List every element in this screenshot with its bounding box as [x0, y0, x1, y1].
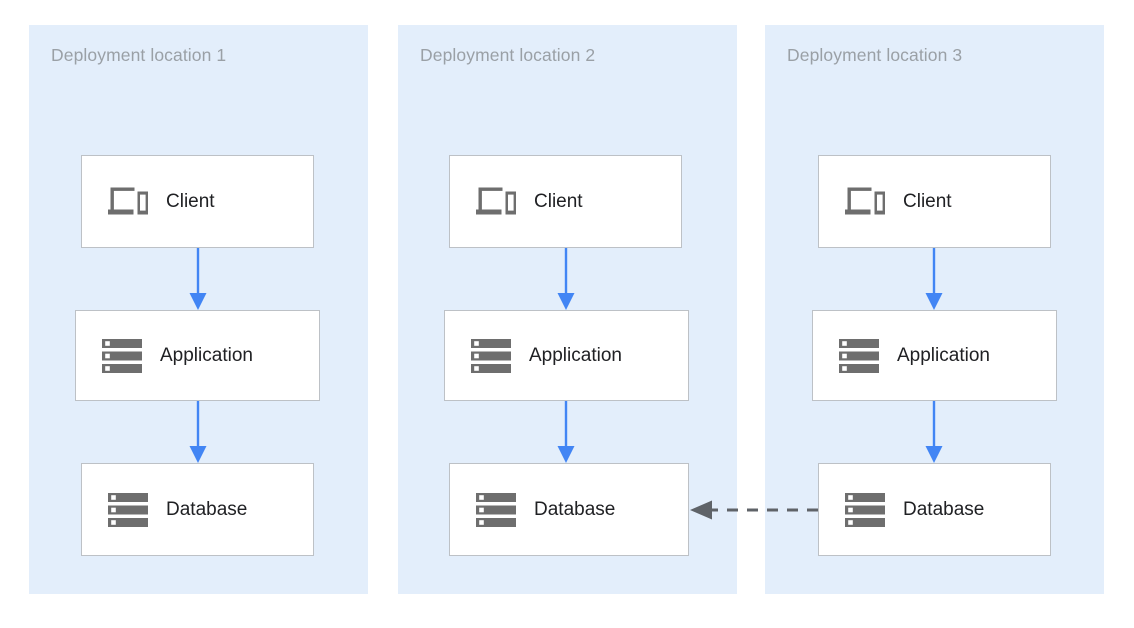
devices-icon-svg [476, 187, 516, 214]
server-icon [837, 334, 881, 378]
devices-icon [843, 180, 887, 224]
node-app-3[interactable]: Application [812, 310, 1057, 401]
node-database-3[interactable]: Database [818, 463, 1051, 556]
node-label: Database [903, 498, 985, 520]
server-icon-svg [839, 338, 879, 373]
server-icon [100, 334, 144, 378]
server-icon [469, 334, 513, 378]
node-database-2[interactable]: Database [449, 463, 689, 556]
devices-icon-svg [108, 187, 148, 214]
server-icon [106, 488, 150, 532]
server-icon-svg [845, 492, 885, 527]
node-label: Client [534, 190, 583, 212]
node-label: Application [897, 344, 990, 366]
server-icon-svg [471, 338, 511, 373]
panel-title: Deployment location 1 [51, 45, 227, 65]
node-label: Client [903, 190, 952, 212]
panel-title: Deployment location 3 [787, 45, 963, 65]
node-database-1[interactable]: Database [81, 463, 314, 556]
devices-icon-svg [845, 187, 885, 214]
node-client-1[interactable]: Client [81, 155, 314, 248]
node-app-2[interactable]: Application [444, 310, 689, 401]
server-icon [474, 488, 518, 532]
devices-icon [474, 180, 518, 224]
server-icon-svg [108, 492, 148, 527]
node-label: Client [166, 190, 215, 212]
server-icon-svg [102, 338, 142, 373]
node-label: Application [160, 344, 253, 366]
panel-title: Deployment location 2 [420, 45, 596, 65]
node-client-3[interactable]: Client [818, 155, 1051, 248]
node-client-2[interactable]: Client [449, 155, 682, 248]
server-icon [843, 488, 887, 532]
node-label: Application [529, 344, 622, 366]
server-icon-svg [476, 492, 516, 527]
node-app-1[interactable]: Application [75, 310, 320, 401]
node-label: Database [166, 498, 248, 520]
devices-icon [106, 180, 150, 224]
node-label: Database [534, 498, 616, 520]
